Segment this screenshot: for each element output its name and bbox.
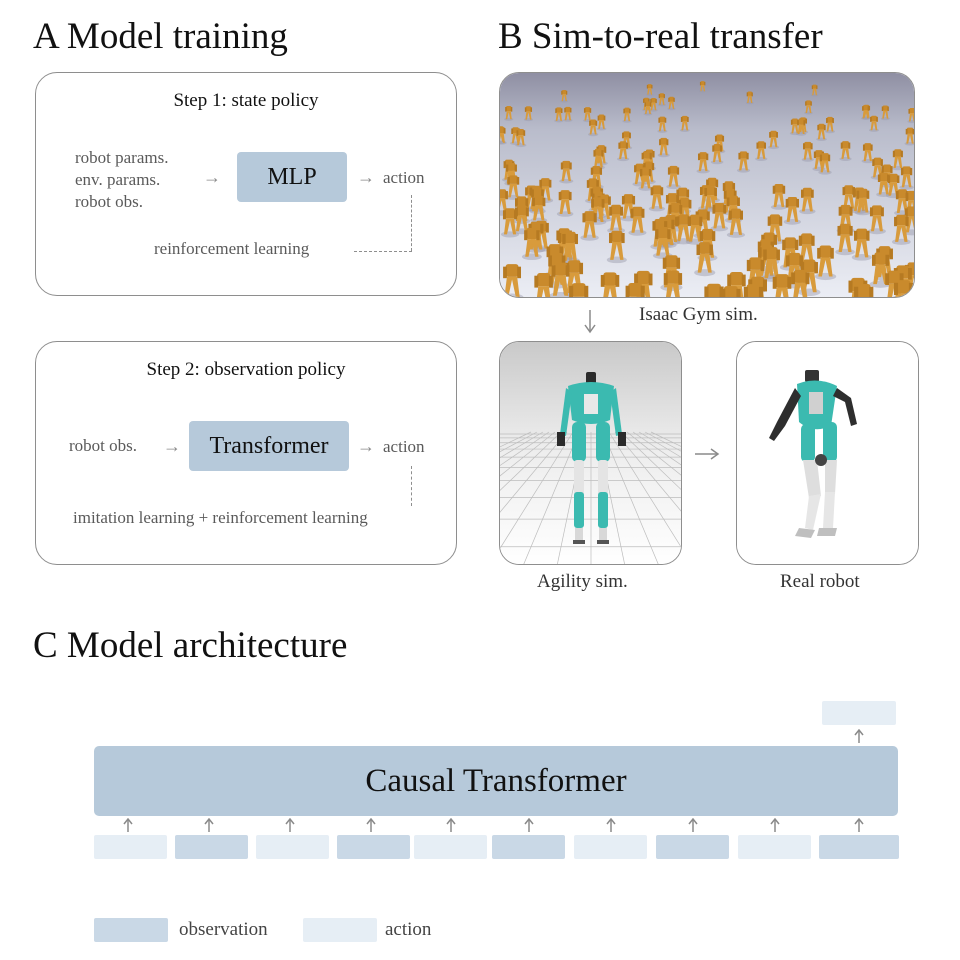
step1-output: action: [383, 168, 425, 187]
agility-sim-caption: Agility sim.: [537, 571, 628, 592]
step1-learning: reinforcement learning: [154, 239, 310, 258]
up-arrow-icon: [687, 818, 698, 832]
real-robot-caption: Real robot: [780, 571, 860, 592]
step2-title: Step 2: observation policy: [146, 359, 346, 380]
legend-observation-swatch: [94, 918, 168, 942]
section-b-title: B Sim-to-real transfer: [498, 16, 823, 57]
down-arrow-icon: [584, 310, 596, 334]
agility-robot-icon: [557, 372, 626, 544]
transformer-box: Transformer: [189, 421, 349, 471]
step1-feedback-line-horizontal: [354, 251, 412, 252]
isaac-gym-robots-scene: [500, 73, 914, 297]
section-a-title: A Model training: [33, 16, 288, 57]
legend-action-label: action: [385, 919, 432, 940]
output-action-token: [822, 701, 896, 725]
legend-observation-label: observation: [179, 919, 268, 940]
action-token: [574, 835, 647, 859]
sim-grid: [500, 431, 681, 564]
up-arrow-icon: [523, 818, 534, 832]
step2-arrow-out-icon: →: [357, 436, 375, 456]
right-arrow-icon: [695, 448, 720, 460]
agility-sim-image: [499, 341, 682, 565]
output-up-arrow-icon: [854, 729, 864, 743]
observation-token: [819, 835, 899, 859]
action-token: [94, 835, 167, 859]
real-robot-scene: [737, 342, 918, 564]
isaac-gym-image: [499, 72, 915, 298]
step1-input-env-params: env. params.: [75, 170, 161, 189]
action-token: [738, 835, 811, 859]
action-token: [256, 835, 329, 859]
step1-arrow-out-icon: →: [357, 167, 375, 187]
legend-action-swatch: [303, 918, 377, 942]
mlp-box: MLP: [237, 152, 347, 202]
step1-input-robot-params: robot params.: [75, 148, 169, 167]
up-arrow-icon: [445, 818, 456, 832]
causal-transformer-box: Causal Transformer: [94, 746, 898, 816]
step2-learning: imitation learning + reinforcement learn…: [73, 508, 368, 527]
step1-arrow-in-icon: →: [203, 167, 221, 187]
up-arrow-icon: [854, 818, 864, 832]
step1-input-robot-obs: robot obs.: [75, 192, 143, 211]
up-arrow-icon: [605, 818, 616, 832]
section-c-title: C Model architecture: [33, 625, 348, 666]
up-arrow-icon: [284, 818, 295, 832]
real-robot-image: [736, 341, 919, 565]
up-arrow-icon: [769, 818, 780, 832]
agility-sim-scene: [500, 342, 681, 564]
step1-inputs: robot params. env. params. robot obs.: [75, 147, 168, 213]
up-arrow-icon: [203, 818, 214, 832]
observation-token: [656, 835, 729, 859]
step1-panel: Step 1: state policy robot params. env. …: [35, 72, 457, 296]
action-token: [414, 835, 487, 859]
isaac-gym-caption: Isaac Gym sim.: [639, 304, 758, 325]
step2-panel: Step 2: observation policy robot obs. → …: [35, 341, 457, 565]
step1-feedback-line-vertical: [411, 195, 412, 251]
real-robot-icon: [769, 370, 857, 538]
observation-token: [492, 835, 565, 859]
step2-feedback-line: [411, 466, 412, 506]
up-arrow-icon: [365, 818, 376, 832]
observation-token: [337, 835, 410, 859]
step2-output: action: [383, 437, 425, 456]
observation-token: [175, 835, 248, 859]
step2-input: robot obs.: [69, 436, 137, 455]
step2-arrow-in-icon: →: [163, 436, 181, 456]
up-arrow-icon: [122, 818, 133, 832]
step1-title: Step 1: state policy: [173, 90, 319, 111]
